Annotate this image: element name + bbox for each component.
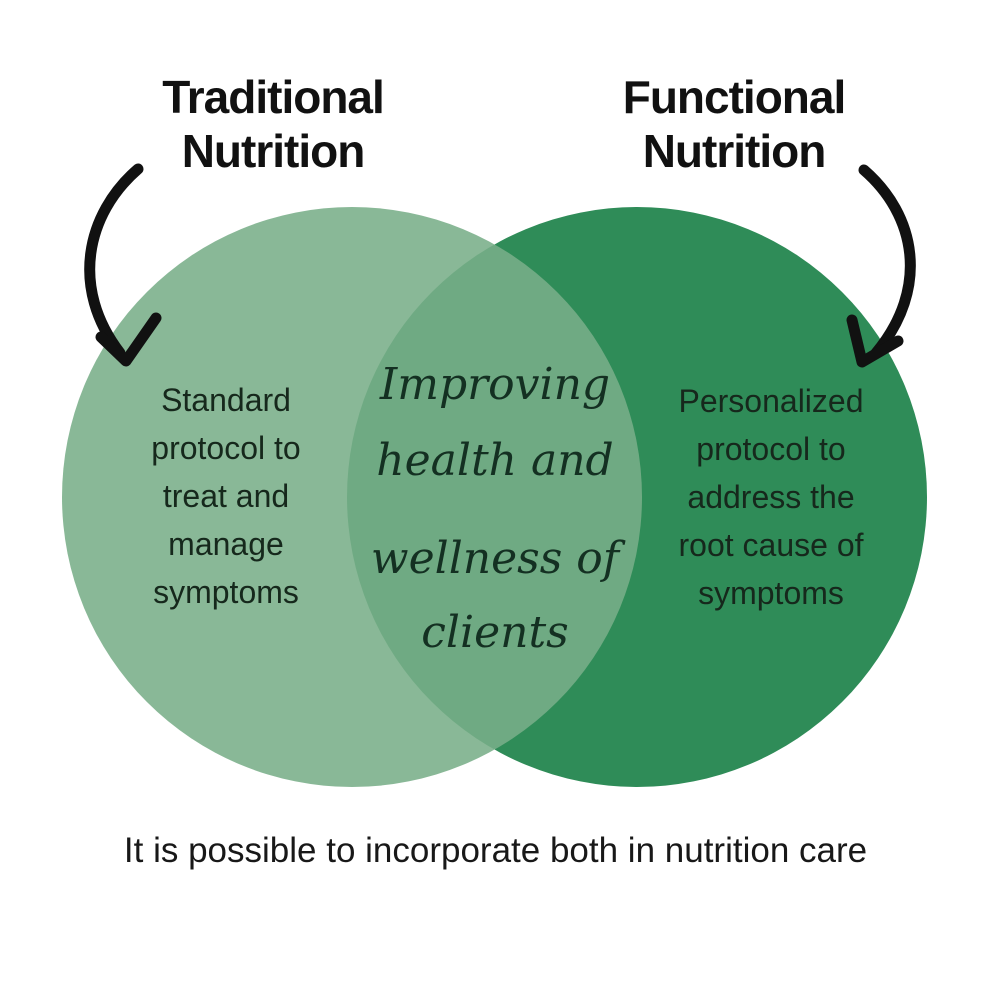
left-title-line2: Nutrition	[181, 125, 366, 177]
overlap-script-line: Improving	[379, 359, 611, 410]
left-circle-title: Traditional Nutrition	[123, 70, 423, 178]
label-line: protocol to	[696, 431, 846, 467]
label-line: address the	[687, 479, 855, 515]
label-line: symptoms	[153, 574, 299, 610]
label-line: manage	[168, 526, 284, 562]
label-line: root cause of	[678, 527, 864, 563]
overlap-script-line: clients	[421, 607, 569, 658]
right-title-line1: Functional	[622, 71, 847, 123]
label-line: treat and	[162, 478, 290, 514]
right-title-line2: Nutrition	[642, 125, 827, 177]
overlap-script-line: wellness of	[370, 533, 620, 584]
traditional-nutrition-circle	[62, 207, 642, 787]
overlap-script-line: health and	[376, 435, 614, 486]
functional-circle-label: Personalized protocol to address the roo…	[639, 377, 903, 617]
left-title-line1: Traditional	[162, 71, 385, 123]
label-line: protocol to	[151, 430, 301, 466]
bottom-caption: It is possible to incorporate both in nu…	[123, 831, 868, 870]
traditional-circle-label: Standard protocol to treat and manage sy…	[104, 376, 348, 616]
label-line: Standard	[161, 382, 291, 418]
label-line: Personalized	[678, 383, 864, 419]
right-circle-title: Functional Nutrition	[584, 70, 884, 178]
label-line: symptoms	[698, 575, 844, 611]
